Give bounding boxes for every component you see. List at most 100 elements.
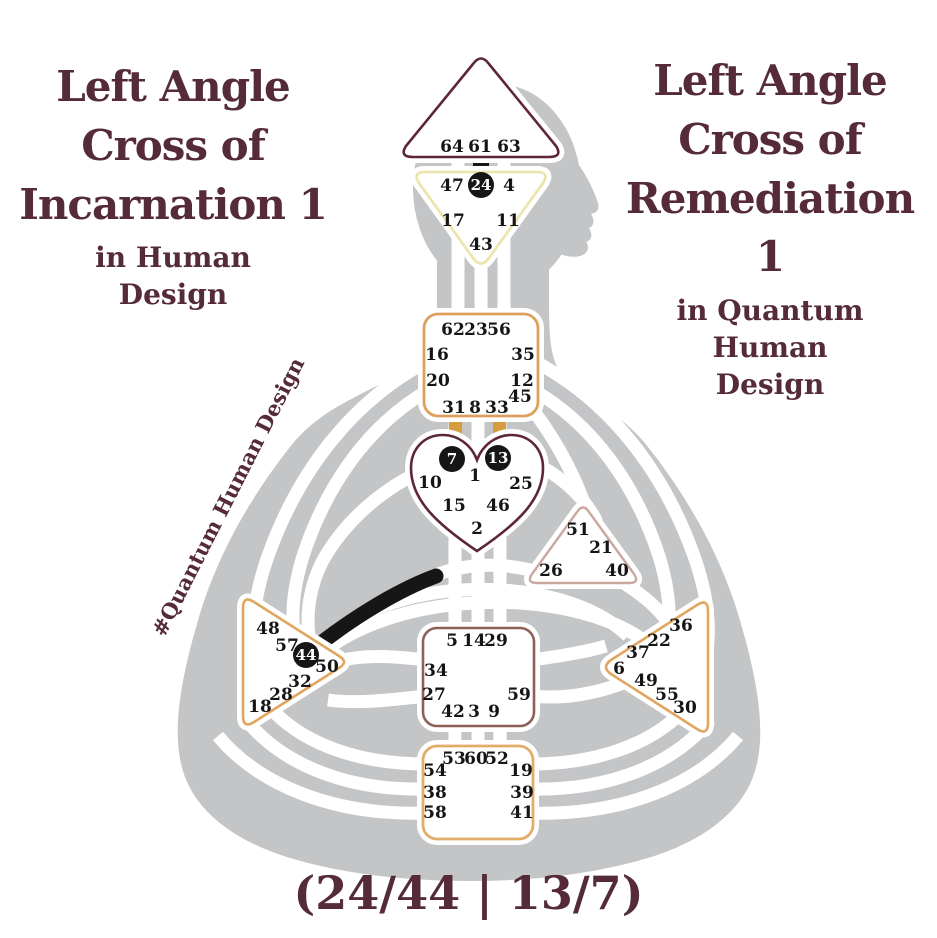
gate-26: 26 xyxy=(539,561,563,581)
gate-13-activated: 13 xyxy=(485,445,511,471)
left-title-line2: Cross of xyxy=(81,120,266,170)
channel xyxy=(529,731,743,820)
gate-62: 62 xyxy=(441,320,465,340)
gate-8: 8 xyxy=(469,398,481,418)
right-title: Left Angle Cross of Remediation 1 in Qua… xyxy=(610,52,930,404)
spleen-center: 48 57 44 50 32 28 18 xyxy=(237,593,350,731)
gate-10: 10 xyxy=(418,473,442,493)
gate-9: 9 xyxy=(488,702,500,722)
channel xyxy=(213,731,427,820)
gate-57: 57 xyxy=(275,636,299,656)
gate-4: 4 xyxy=(503,176,515,196)
gate-33: 33 xyxy=(485,398,509,418)
gate-21: 21 xyxy=(589,538,613,558)
right-title-sub3: Design xyxy=(715,368,825,402)
gate-38: 38 xyxy=(423,783,447,803)
right-title-line1: Left Angle xyxy=(653,56,888,105)
gate-16: 16 xyxy=(425,345,449,365)
svg-text:24: 24 xyxy=(471,176,492,194)
throat-center: 62 23 56 16 35 20 12 45 31 8 33 xyxy=(418,308,544,422)
gate-5: 5 xyxy=(446,631,458,651)
gate-17: 17 xyxy=(441,211,465,231)
gate-25: 25 xyxy=(509,474,533,494)
gate-54: 54 xyxy=(423,761,447,781)
right-title-sub2: Human xyxy=(712,331,828,365)
gate-1: 1 xyxy=(469,466,481,486)
gate-48: 48 xyxy=(256,619,280,639)
sacral-center: 5 14 29 34 27 59 42 3 9 xyxy=(417,622,540,732)
gate-42: 42 xyxy=(441,702,465,722)
gate-2: 2 xyxy=(471,519,483,539)
left-title-line3: Incarnation 1 xyxy=(19,179,328,229)
right-title-line2: Cross of xyxy=(678,114,863,164)
gate-18: 18 xyxy=(248,697,272,717)
svg-text:44: 44 xyxy=(296,646,317,664)
gate-49: 49 xyxy=(634,671,658,691)
left-title-line1: Left Angle xyxy=(56,62,291,111)
gate-15: 15 xyxy=(442,496,466,516)
gate-11: 11 xyxy=(496,211,520,231)
channel xyxy=(529,715,716,796)
gate-63: 63 xyxy=(497,137,521,157)
gate-39: 39 xyxy=(510,783,534,803)
solar-plexus-center: 36 22 37 6 49 55 30 xyxy=(600,596,714,738)
left-title: Left Angle Cross of Incarnation 1 in Hum… xyxy=(14,58,332,314)
gate-58: 58 xyxy=(423,803,447,823)
root-center: 53 60 52 54 19 38 39 58 41 xyxy=(417,740,539,845)
channel xyxy=(286,382,436,652)
channel xyxy=(327,689,427,709)
gate-55: 55 xyxy=(655,685,679,705)
gate-30: 30 xyxy=(673,698,697,718)
gate-27: 27 xyxy=(422,685,446,705)
gate-35: 35 xyxy=(511,345,535,365)
cross-notation: (24/44 | 13/7) xyxy=(293,866,644,920)
will-center: 51 21 26 40 xyxy=(523,501,643,589)
gate-6: 6 xyxy=(613,659,625,679)
gate-23: 23 xyxy=(464,320,488,340)
gate-14: 14 xyxy=(462,631,486,651)
gate-7-activated: 7 xyxy=(439,446,465,472)
gate-36: 36 xyxy=(669,616,693,636)
gate-61: 61 xyxy=(468,137,492,157)
gate-3: 3 xyxy=(468,702,480,722)
gate-45: 45 xyxy=(508,387,532,407)
gate-64: 64 xyxy=(440,137,464,157)
gate-19: 19 xyxy=(509,761,533,781)
gate-43: 43 xyxy=(469,235,493,255)
gate-37: 37 xyxy=(626,643,650,663)
gate-22: 22 xyxy=(647,631,671,651)
gate-53: 53 xyxy=(442,749,466,769)
gate-24-activated: 24 xyxy=(468,172,494,198)
gate-29: 29 xyxy=(484,631,508,651)
svg-text:7: 7 xyxy=(447,450,457,468)
head-center: 64 61 63 xyxy=(397,52,565,163)
gate-40: 40 xyxy=(605,561,629,581)
gate-41: 41 xyxy=(510,803,534,823)
silhouette-face-profile xyxy=(550,160,599,257)
channel xyxy=(529,707,687,771)
channel xyxy=(269,707,427,771)
gate-50: 50 xyxy=(315,657,339,677)
right-title-sub1: in Quantum xyxy=(676,294,864,328)
gate-46: 46 xyxy=(486,496,510,516)
gate-32: 32 xyxy=(288,672,312,692)
gate-51: 51 xyxy=(566,520,590,540)
left-title-sub2: Design xyxy=(118,278,228,312)
gate-52: 52 xyxy=(485,749,509,769)
channel xyxy=(301,462,431,637)
gate-56: 56 xyxy=(487,320,511,340)
gate-59: 59 xyxy=(507,685,531,705)
g-center-heart: 7 13 1 10 25 15 46 2 xyxy=(405,429,549,557)
svg-text:13: 13 xyxy=(488,449,509,467)
gate-60: 60 xyxy=(464,749,488,769)
activated-channel-44-26 xyxy=(304,568,444,658)
channel xyxy=(240,715,427,796)
left-title-sub1: in Human xyxy=(95,241,251,275)
gate-44-activated: 44 xyxy=(293,642,319,668)
gate-20: 20 xyxy=(426,371,450,391)
gate-34: 34 xyxy=(424,661,448,681)
right-title-line3: Remediation 1 xyxy=(625,173,915,282)
gate-31: 31 xyxy=(442,398,466,418)
